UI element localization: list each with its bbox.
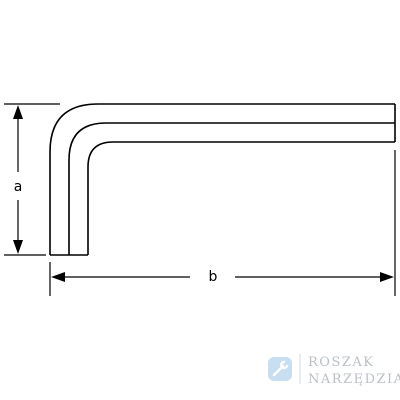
- watermark-brand-line2: NARZĘDZIA: [308, 372, 400, 387]
- wrench-icon: [268, 357, 292, 381]
- dimension-a-label: a: [14, 179, 23, 195]
- dimension-b-label: b: [209, 269, 218, 285]
- outer-edge: [49, 103, 395, 255]
- dimension-a: a: [4, 103, 60, 256]
- watermark-brand-line1: ROSZAK: [308, 355, 374, 370]
- watermark: ROSZAK NARZĘDZIA: [268, 354, 400, 387]
- dimension-b: b: [49, 150, 396, 296]
- dimension-a-arrow-top: [13, 105, 23, 119]
- middle-ridge: [68, 122, 395, 255]
- inner-edge: [87, 141, 395, 255]
- hex-key-outline: [49, 103, 396, 256]
- wrench-shape: [272, 360, 289, 377]
- dimension-b-arrow-right: [380, 272, 394, 282]
- dimension-a-arrow-bottom: [13, 240, 23, 254]
- dimension-b-arrow-left: [51, 272, 65, 282]
